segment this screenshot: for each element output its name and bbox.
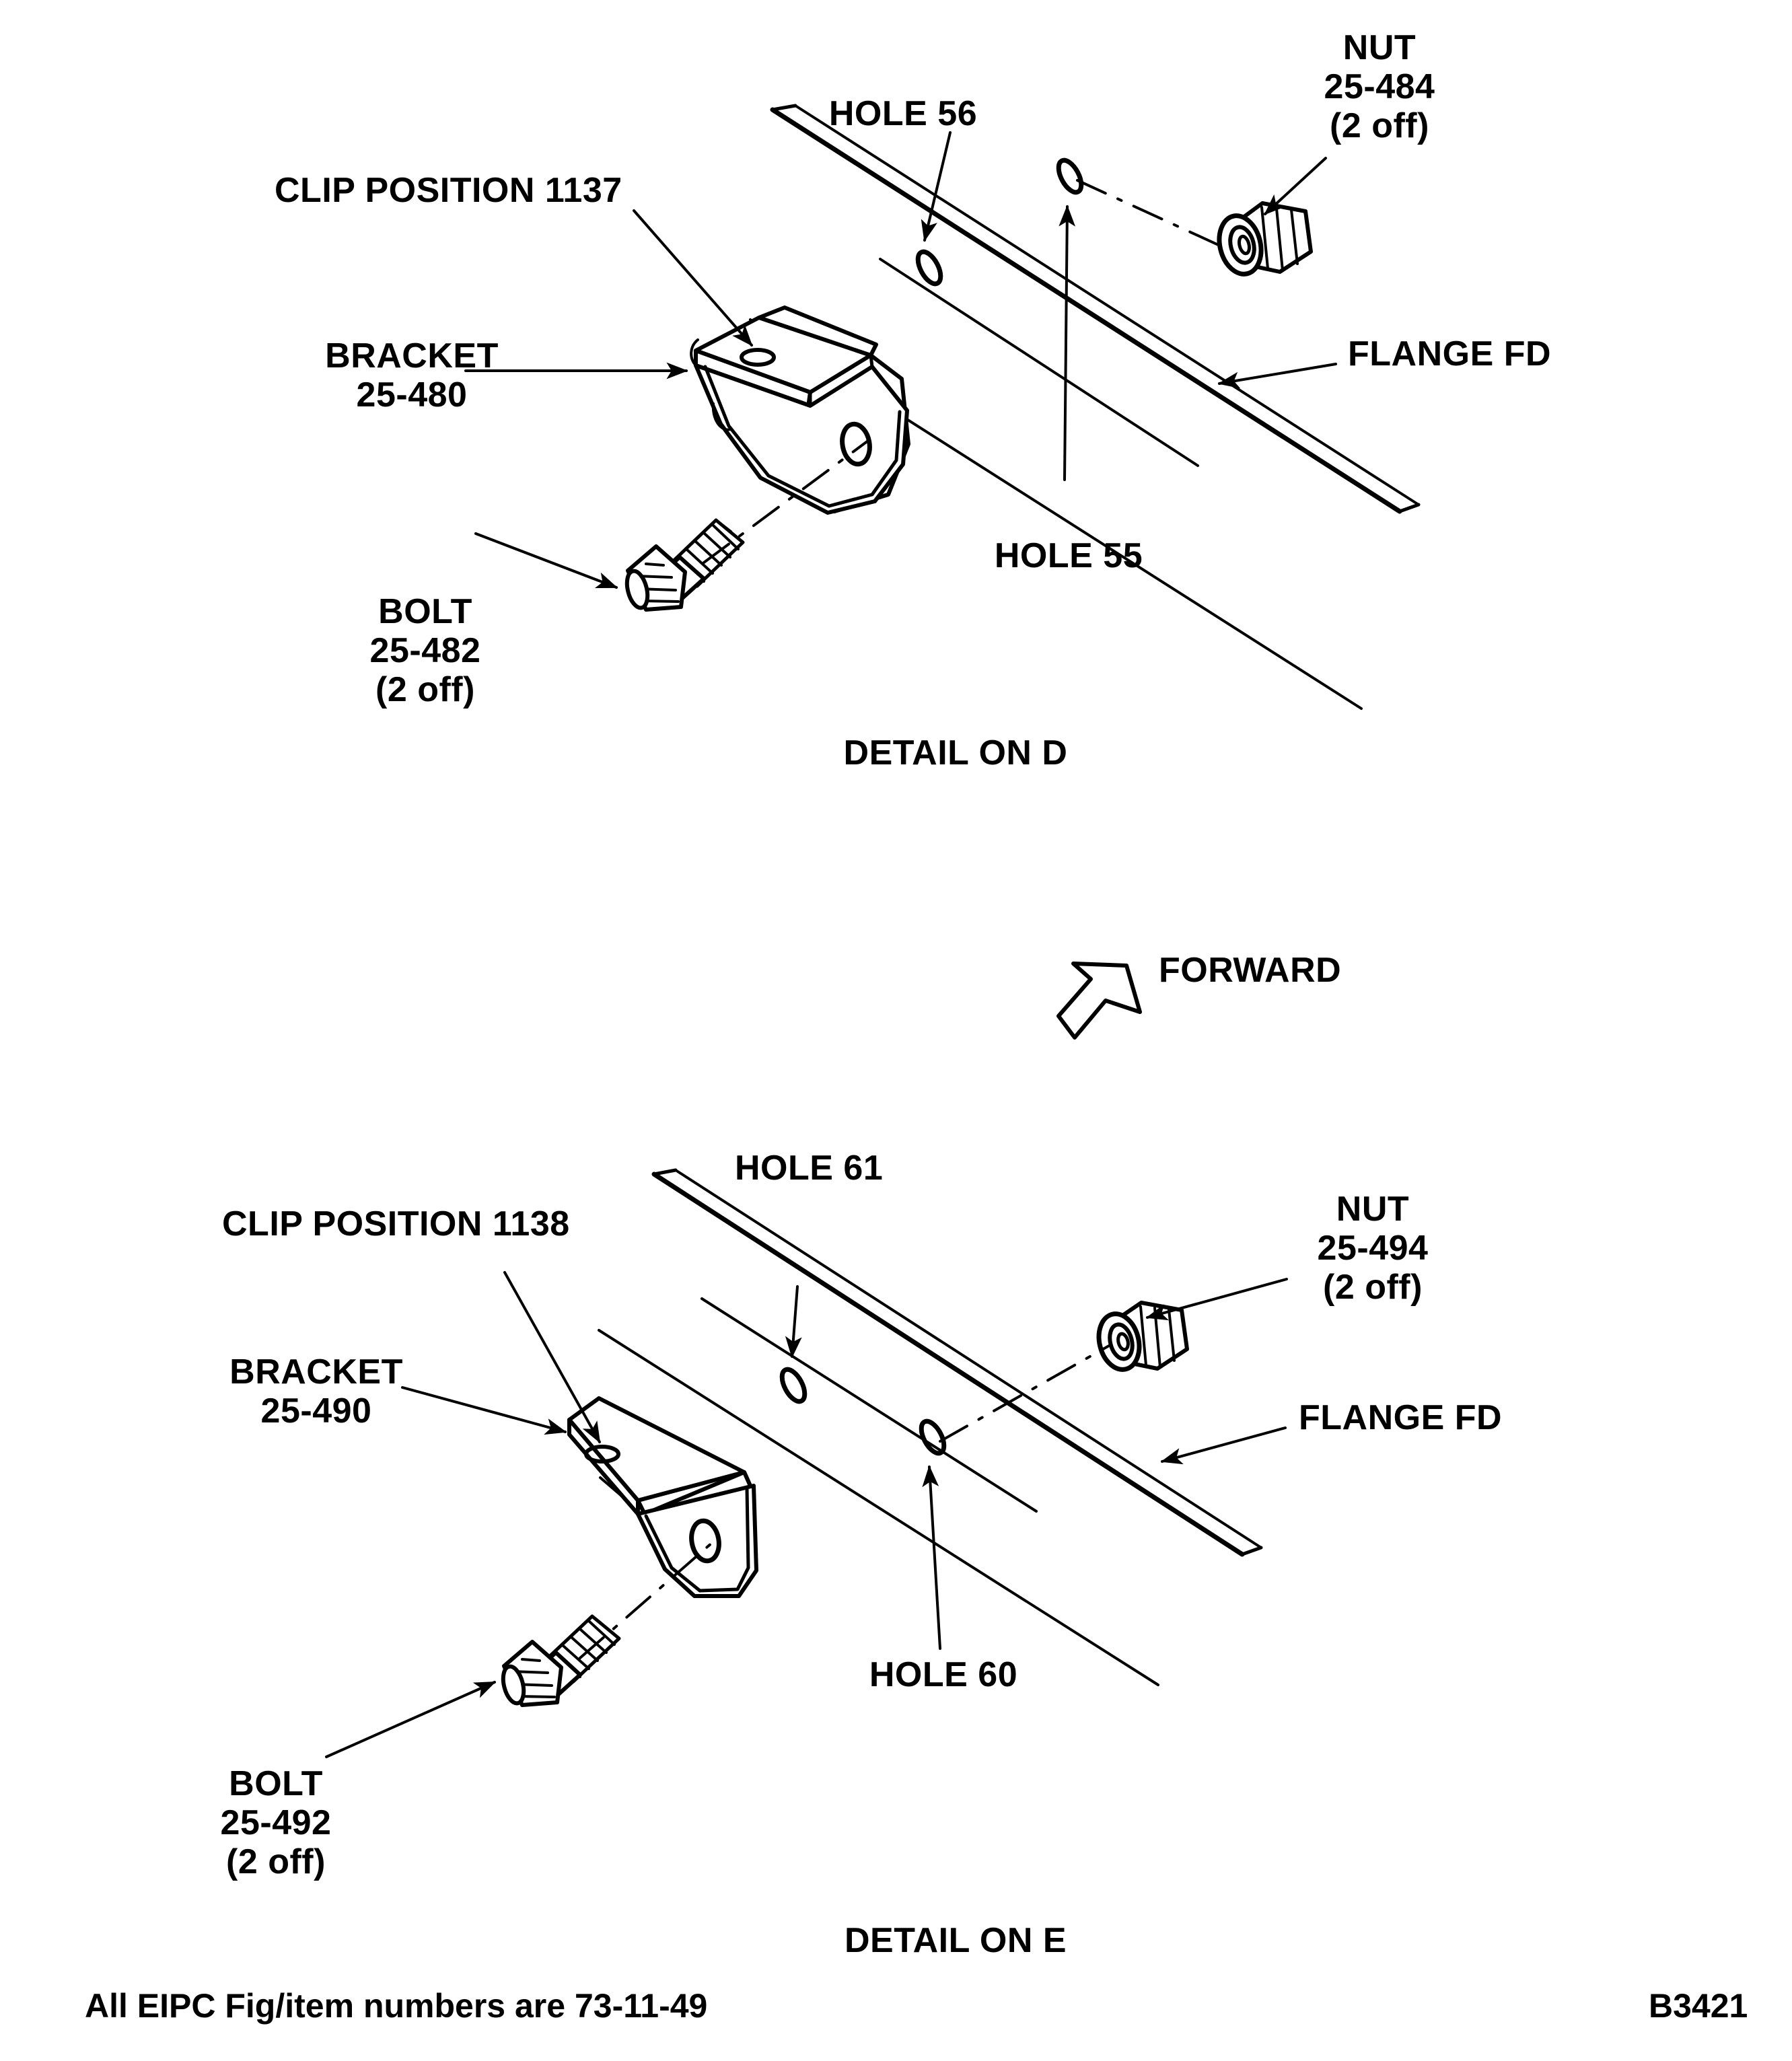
hole-55-ellipse <box>1056 157 1084 195</box>
centreline-e-bolt <box>579 1537 719 1659</box>
bracket-25-480-lower-hole <box>840 421 872 467</box>
hole-60-ellipse <box>919 1418 947 1456</box>
label-bracket-25-480: BRACKET 25-480 <box>325 336 499 415</box>
label-clip-position-1138: CLIP POSITION 1138 <box>222 1204 570 1243</box>
detail-e-artwork <box>325 1168 1288 1758</box>
footer-eipc-note: All EIPC Fig/item numbers are 73-11-49 <box>85 1987 708 2025</box>
flange-fd-lower-inner-edge <box>598 1329 1159 1686</box>
centreline-e-nut <box>939 1344 1110 1443</box>
hole-61-ellipse <box>779 1367 808 1404</box>
label-bracket-25-490: BRACKET 25-490 <box>229 1352 403 1431</box>
leader-nut-25-494 <box>1145 1278 1288 1321</box>
flange-fd-lower-web-line <box>701 1297 1038 1513</box>
bolt-25-482 <box>624 518 745 612</box>
centreline-d-bolt <box>703 439 869 564</box>
leader-flange-fd-lower <box>1160 1426 1287 1465</box>
flange-fd-upper-inner-edge <box>749 318 1363 710</box>
leader-hole-61 <box>785 1285 802 1359</box>
label-nut-25-484: NUT 25-484 (2 off) <box>1324 28 1435 146</box>
bolt-25-492 <box>501 1614 621 1707</box>
bracket-25-490 <box>567 1396 758 1598</box>
leader-hole-60 <box>922 1465 941 1650</box>
flange-fd-upper-web-line <box>879 258 1199 467</box>
centreline-d-nut <box>1076 179 1231 252</box>
label-hole-61: HOLE 61 <box>735 1149 884 1188</box>
label-forward: FORWARD <box>1159 951 1342 990</box>
label-flange-fd-upper: FLANGE FD <box>1348 334 1552 373</box>
leader-hole-56 <box>921 131 952 242</box>
label-bolt-25-482: BOLT 25-482 (2 off) <box>369 592 481 710</box>
leader-nut-25-484 <box>1264 157 1327 215</box>
label-flange-fd-lower: FLANGE FD <box>1299 1398 1503 1437</box>
leader-clip-position-1137 <box>633 209 753 347</box>
label-clip-position-1137: CLIP POSITION 1137 <box>275 171 622 210</box>
label-bolt-25-492: BOLT 25-492 (2 off) <box>220 1764 332 1882</box>
flange-fd-lower <box>651 1168 1263 1557</box>
leader-bracket-25-490 <box>401 1386 567 1435</box>
label-nut-25-494: NUT 25-494 (2 off) <box>1317 1190 1429 1307</box>
leader-bolt-25-492 <box>325 1681 497 1758</box>
label-hole-56: HOLE 56 <box>828 94 978 133</box>
label-hole-55: HOLE 55 <box>994 536 1143 575</box>
drawing-number: B3421 <box>1649 1987 1748 2025</box>
label-hole-60: HOLE 60 <box>869 1655 1018 1694</box>
leader-hole-55 <box>1059 205 1076 481</box>
bracket-25-480-upper-hole <box>740 348 776 367</box>
nut-25-484 <box>1217 201 1313 277</box>
caption-detail-on-e: DETAIL ON E <box>844 1921 1067 1960</box>
hole-56-ellipse <box>915 249 943 287</box>
bracket-25-490-lower-hole <box>689 1518 721 1564</box>
leader-clip-position-1138 <box>503 1271 601 1444</box>
flange-fd-upper <box>770 104 1421 514</box>
leader-flange-fd-upper <box>1217 363 1337 389</box>
bracket-25-480 <box>690 305 910 515</box>
caption-detail-on-d: DETAIL ON D <box>843 733 1068 772</box>
bracket-25-490-upper-hole <box>584 1445 620 1463</box>
nut-25-494 <box>1096 1301 1189 1372</box>
leader-bolt-25-482 <box>474 532 618 589</box>
forward-arrow-icon <box>1056 962 1142 1040</box>
